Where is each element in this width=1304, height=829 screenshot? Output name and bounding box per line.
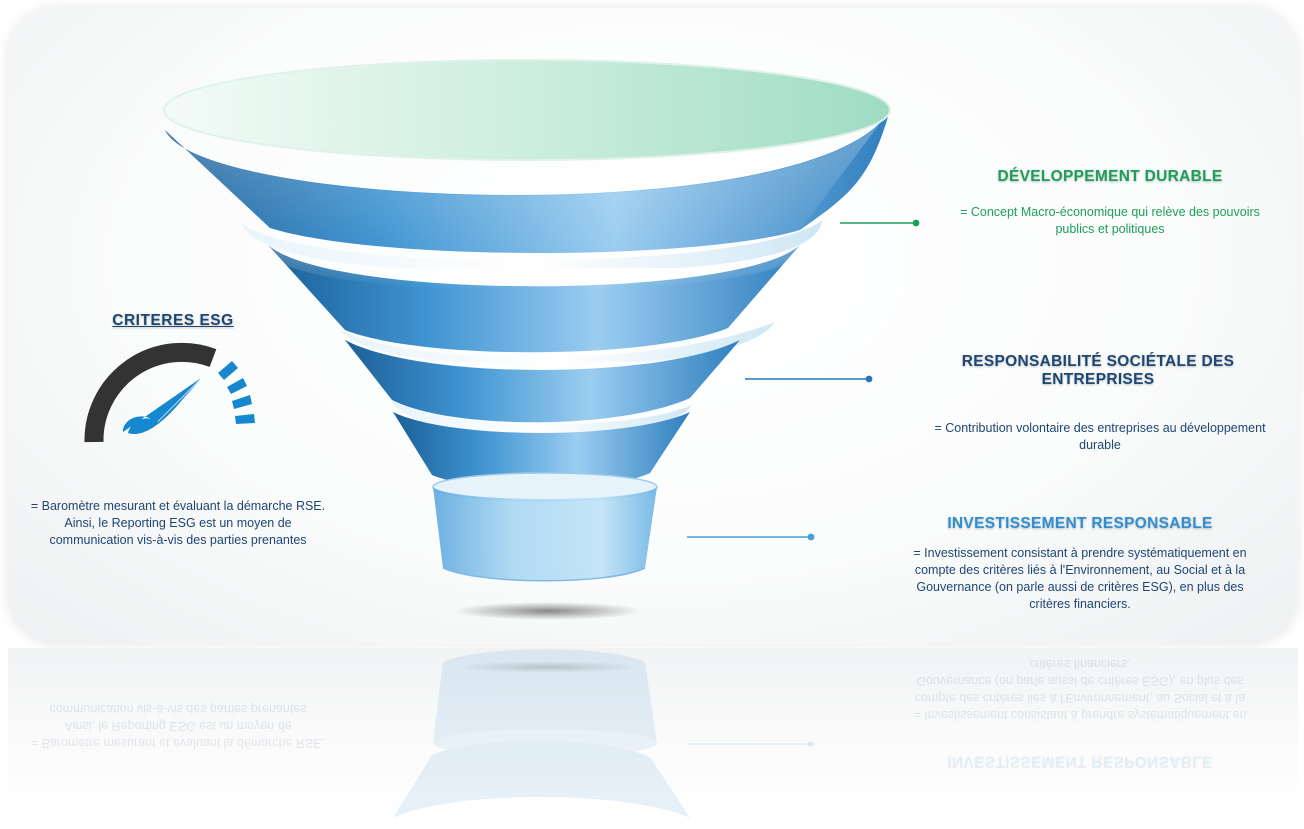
level-2-title: RESPONSABILITÉ SOCIÉTALE DES ENTREPRISES bbox=[961, 353, 1235, 388]
reflection-area bbox=[8, 648, 1298, 823]
level-3-title: INVESTISSEMENT RESPONSABLE bbox=[947, 515, 1213, 532]
funnel-base-cylinder bbox=[432, 472, 658, 582]
connector-line-2 bbox=[745, 375, 873, 383]
funnel-tier-2 bbox=[268, 245, 800, 353]
funnel-reflection bbox=[393, 649, 690, 818]
funnel-shadow bbox=[453, 602, 643, 620]
funnel-tier-3 bbox=[345, 340, 740, 423]
funnel-tier-1 bbox=[163, 59, 891, 253]
funnel-tier-4 bbox=[393, 412, 690, 490]
level-2-description: = Contribution volontaire des entreprise… bbox=[934, 421, 1266, 452]
connector-line-1 bbox=[840, 219, 920, 227]
level-3-description: = Investissement consistant à prendre sy… bbox=[913, 546, 1247, 611]
esg-criteria-description: = Baromètre mesurant et évaluant la déma… bbox=[30, 499, 326, 547]
speedometer-icon bbox=[84, 342, 255, 443]
esg-criteria-title: CRITERES ESG bbox=[112, 312, 234, 329]
level-1-description: = Concept Macro-économique qui relève de… bbox=[960, 205, 1260, 236]
connector-line-3 bbox=[687, 533, 815, 541]
level-1-title: DÉVELOPPEMENT DURABLE bbox=[997, 168, 1223, 185]
